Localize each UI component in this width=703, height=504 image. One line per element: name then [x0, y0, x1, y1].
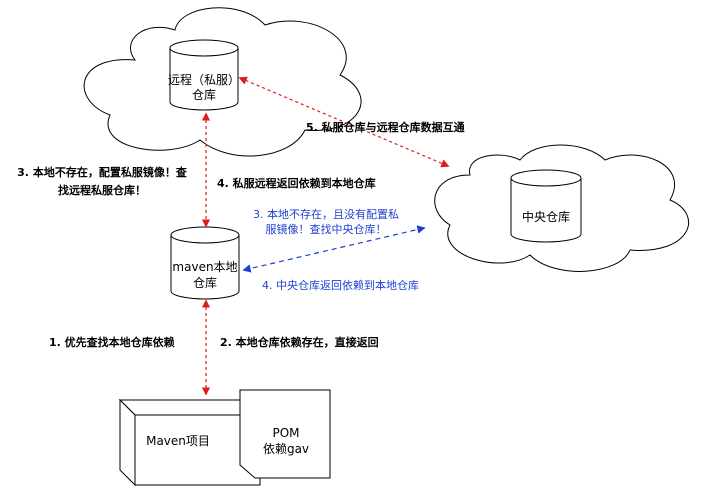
pom-note: POM 依赖gav — [239, 389, 331, 479]
step3-central-label-line2: 服镜像！查找中央仓库！ — [266, 222, 387, 236]
step3-private-label-line2: 找远程私服仓库！ — [58, 183, 146, 197]
local-repo-label-line2: 仓库 — [193, 275, 217, 290]
local-repo-label-line1: maven本地 — [172, 260, 237, 274]
step2-label: 2. 本地仓库依赖存在，直接返回 — [220, 335, 379, 349]
step1-label: 1. 优先查找本地仓库依赖 — [49, 335, 175, 349]
remote-repo-label-line1: 远程（私服） — [168, 72, 240, 87]
central-repo-label: 中央仓库 — [522, 209, 570, 224]
step4-private-label: 4. 私服远程返回依赖到本地仓库 — [217, 176, 376, 190]
remote-repo-cylinder: 远程（私服） 仓库 — [168, 39, 240, 111]
step3-private-label-line1: 3. 本地不存在，配置私服镜像！查 — [17, 165, 187, 179]
maven-project-label: Maven项目 — [146, 434, 210, 448]
local-central-connector — [242, 225, 426, 273]
remote-repo-label-line2: 仓库 — [192, 87, 216, 102]
central-repo-cylinder: 中央仓库 — [510, 169, 582, 243]
step3-central-label-line1: 3. 本地不存在，且没有配置私 — [253, 207, 399, 221]
step4-central-label: 4. 中央仓库返回依赖到本地仓库 — [262, 278, 419, 292]
step5-label: 5. 私服仓库与远程仓库数据互通 — [306, 120, 465, 134]
maven-project-box: Maven项目 — [118, 398, 262, 487]
pom-label-line1: POM — [272, 426, 299, 440]
pom-label-line2: 依赖gav — [263, 441, 309, 456]
local-repo-cylinder: maven本地 仓库 — [170, 226, 240, 300]
remote-central-connector — [238, 76, 450, 168]
